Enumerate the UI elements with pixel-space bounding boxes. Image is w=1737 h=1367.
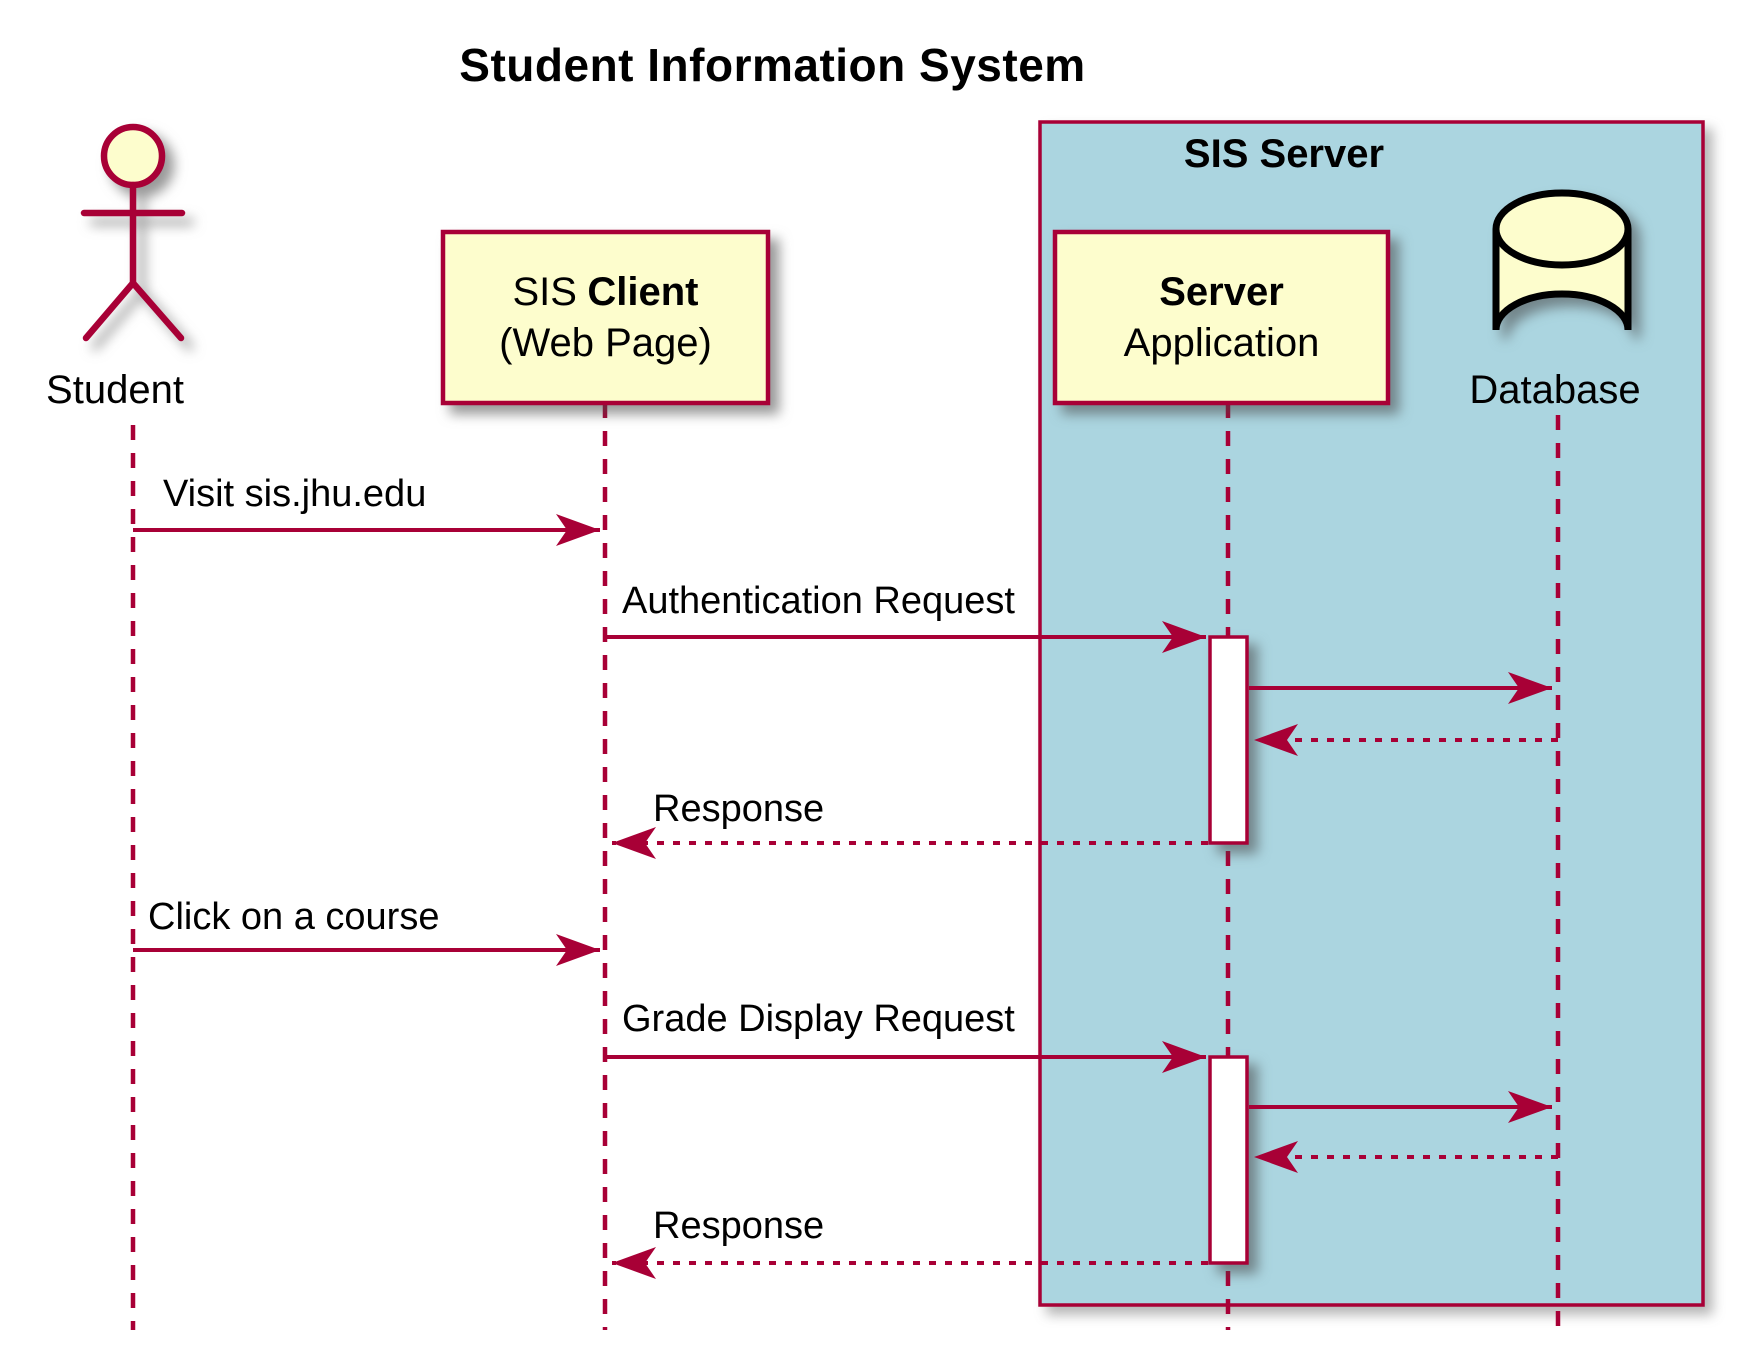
sis-server-frame-label: SIS Server xyxy=(1183,132,1385,176)
diagram-title: Student Information System xyxy=(459,39,1086,91)
activation-bar-auth xyxy=(1208,635,1249,845)
activation-bar-grade xyxy=(1208,1055,1249,1265)
student-actor-icon xyxy=(80,123,186,342)
message-label-grade-display-request: Grade Display Request xyxy=(622,998,1015,1040)
student-label: Student xyxy=(46,368,184,412)
database-label: Database xyxy=(1469,368,1641,412)
server-application-participant-box xyxy=(1052,229,1391,406)
message-label-visit: Visit sis.jhu.edu xyxy=(163,473,427,515)
message-label-click-course: Click on a course xyxy=(148,896,440,938)
server-name-line: Server xyxy=(1159,269,1284,314)
client-participant-box xyxy=(440,229,771,406)
message-label-grade-response: Response xyxy=(653,1205,825,1247)
server-application-label: Server Application xyxy=(1055,232,1388,403)
message-label-authentication-request: Authentication Request xyxy=(622,580,1015,622)
database-icon xyxy=(1492,189,1632,331)
message-label-auth-response: Response xyxy=(653,788,825,830)
client-subtitle-line: (Web Page) xyxy=(499,320,712,365)
server-subtitle-line: Application xyxy=(1123,320,1320,365)
